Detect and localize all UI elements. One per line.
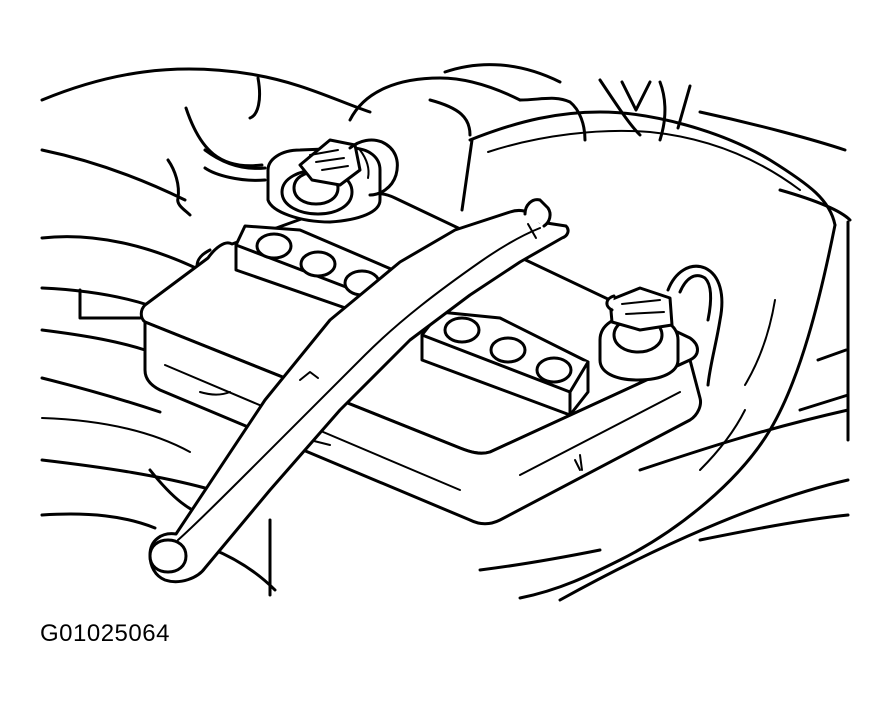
battery-bottom-details — [299, 371, 602, 572]
front-terminal — [598, 264, 724, 387]
cell-caps-front — [420, 310, 590, 417]
hold-down-clamp — [148, 198, 570, 584]
rear-terminal — [266, 138, 399, 224]
battery-tray — [460, 110, 837, 600]
figure-id-label: G01025064 — [40, 620, 170, 647]
engine-bay-background — [40, 63, 852, 602]
